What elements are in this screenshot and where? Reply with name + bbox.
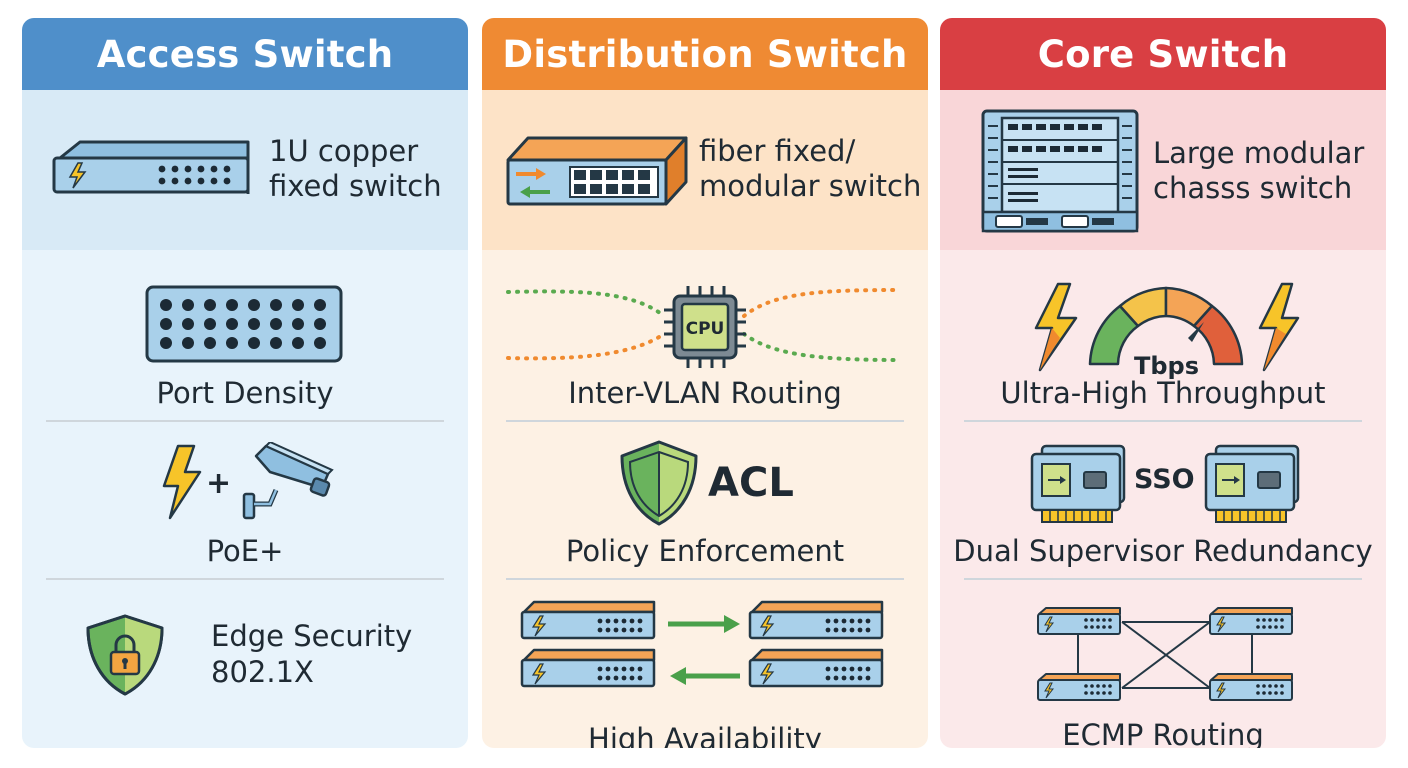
edge-security-line1: Edge Security	[211, 619, 413, 653]
port-density-feature: Port Density	[22, 280, 468, 430]
ecmp-routing-feature: ECMP Routing	[940, 592, 1386, 748]
lightning-bolt-icon	[162, 444, 202, 520]
access-hero-band: 1U copper fixed switch	[22, 90, 468, 250]
plus-sign: +	[206, 466, 232, 501]
shield-lock-icon	[86, 614, 164, 696]
high-availability-feature: High Availability	[482, 596, 928, 748]
access-divider-1	[46, 420, 444, 422]
distribution-switch-title: Distribution Switch	[482, 18, 928, 90]
tbps-label: Tbps	[1134, 352, 1200, 380]
policy-enforcement-feature: ACL Policy Enforcement	[482, 438, 928, 588]
port-density-label: Port Density	[156, 376, 334, 410]
edge-security-feature: Edge Security 802.1X	[22, 596, 468, 746]
access-switch-column: Access Switch 1U copper fixed switch	[22, 18, 468, 748]
dual-supervisor-label: Dual Supervisor Redundancy	[953, 534, 1373, 568]
core-divider-2	[964, 578, 1362, 580]
inter-vlan-routing-feature: CPU Inter-VLAN Routing	[482, 280, 928, 430]
inter-vlan-routing-label: Inter-VLAN Routing	[568, 376, 842, 410]
security-camera-icon	[242, 442, 334, 520]
high-availability-label: High Availability	[588, 722, 822, 748]
ecmp-mesh-diagram	[1037, 607, 1293, 701]
right-lightning-icon	[1258, 282, 1300, 372]
distribution-hero-line1: fiber fixed/	[699, 134, 856, 168]
distribution-divider-1	[506, 420, 904, 422]
speed-gauge-icon	[1088, 286, 1244, 366]
distribution-hero-line2: modular switch	[699, 169, 922, 203]
cpu-chip-label: CPU	[686, 319, 725, 339]
core-divider-1	[964, 420, 1362, 422]
routing-paths-diagram	[506, 288, 902, 362]
dual-supervisor-feature: SSO Dual Supervisor Redundancy	[940, 438, 1386, 588]
distribution-divider-2	[506, 578, 904, 580]
cpu-chip-icon: CPU	[664, 286, 746, 368]
distribution-switch-column: Distribution Switch fiber fixed/ modular…	[482, 18, 928, 748]
shield-icon	[620, 440, 698, 526]
modular-chassis-icon	[981, 109, 1139, 233]
left-lightning-icon	[1034, 282, 1078, 372]
policy-enforcement-label: Policy Enforcement	[565, 534, 845, 568]
throughput-label: Ultra-High Throughput	[1000, 376, 1326, 410]
copper-switch-icon	[52, 140, 250, 194]
supervisor-card-right-icon	[1204, 444, 1300, 523]
redundant-switches-diagram	[520, 600, 884, 688]
core-hero-line1: Large modular	[1153, 136, 1365, 170]
edge-security-line2: 802.1X	[211, 655, 314, 689]
supervisor-card-left-icon	[1030, 444, 1126, 523]
core-hero-line2: chasss switch	[1153, 171, 1353, 205]
access-hero-line1: 1U copper	[269, 134, 419, 168]
poe-feature: + PoE+	[22, 438, 468, 588]
port-panel-icon	[145, 285, 343, 363]
sso-badge: SSO	[1134, 464, 1195, 495]
distribution-hero-band: fiber fixed/ modular switch	[482, 90, 928, 250]
access-switch-title: Access Switch	[22, 18, 468, 90]
access-divider-2	[46, 578, 444, 580]
core-switch-title: Core Switch	[940, 18, 1386, 90]
fiber-switch-icon	[506, 136, 688, 206]
core-hero-band: Large modular chasss switch	[940, 90, 1386, 250]
access-hero-line2: fixed switch	[269, 169, 442, 203]
ecmp-routing-label: ECMP Routing	[1062, 718, 1264, 748]
acl-badge: ACL	[708, 460, 794, 506]
core-switch-column: Core Switch	[940, 18, 1386, 748]
throughput-feature: Tbps Ultra-High Throughput	[940, 280, 1386, 430]
poe-label: PoE+	[206, 534, 284, 568]
